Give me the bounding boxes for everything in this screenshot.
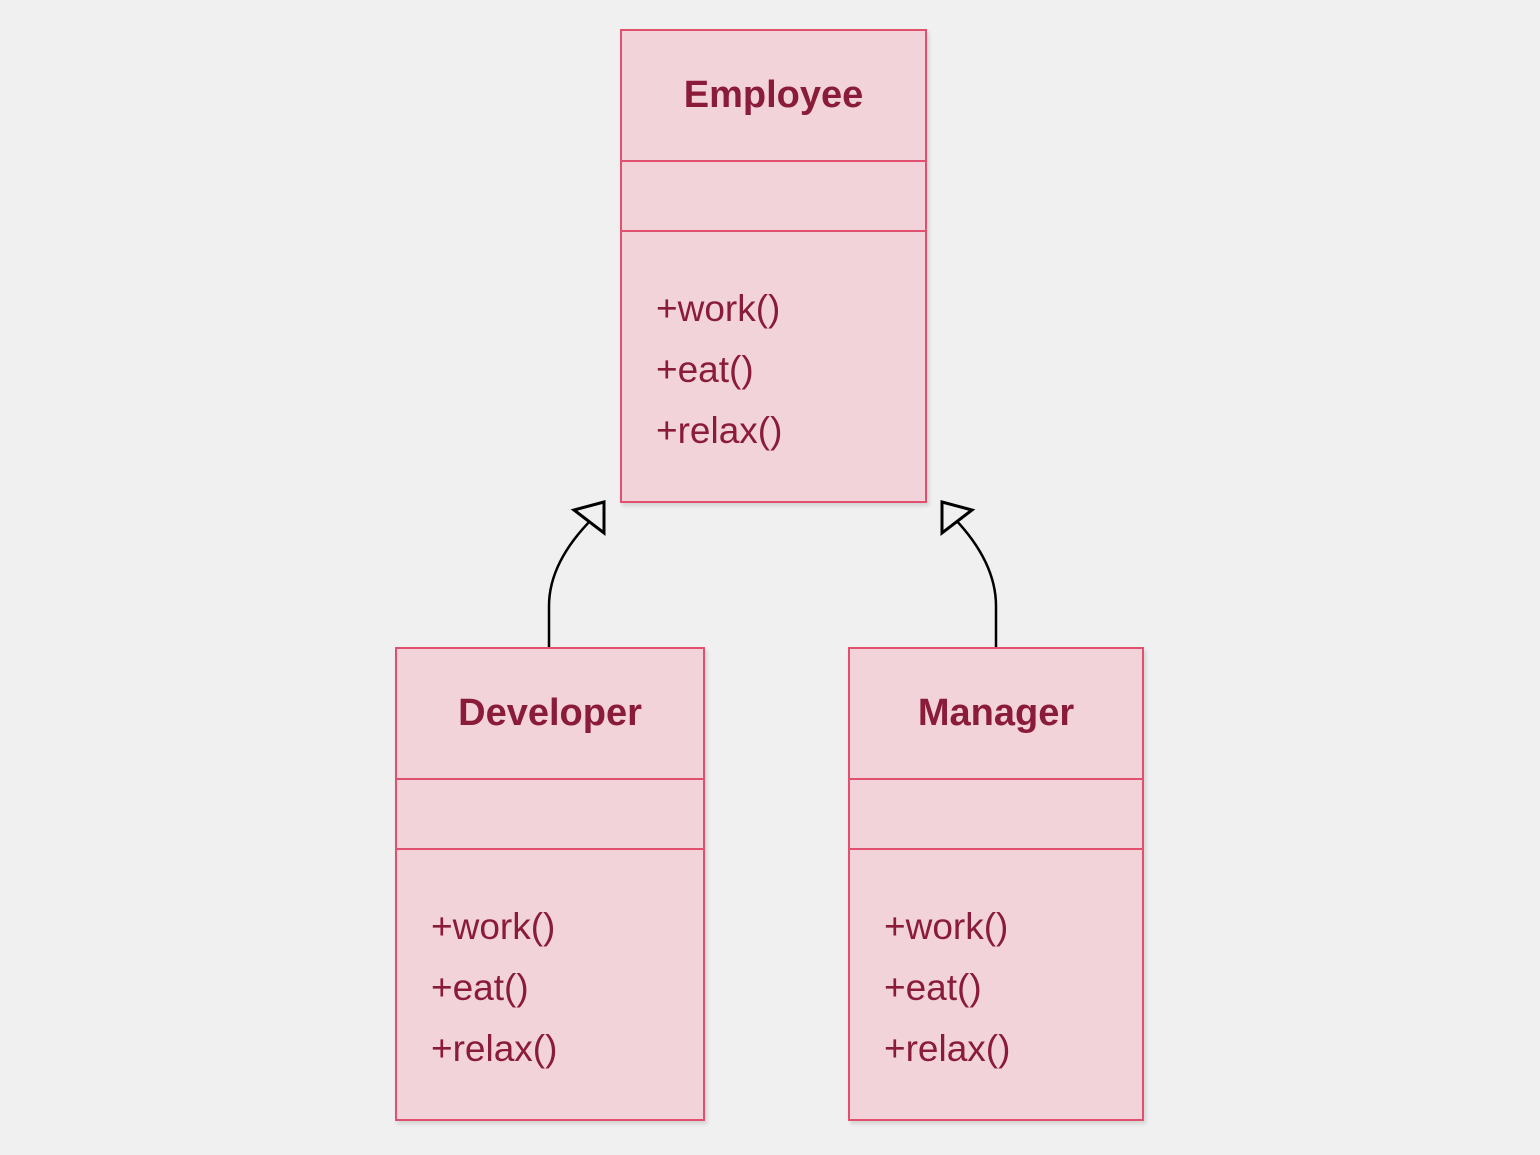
methods-compartment: +work() +eat() +relax(): [397, 850, 703, 1079]
class-name: Manager: [850, 649, 1142, 780]
method-item: +relax(): [656, 410, 783, 451]
hollow-triangle-arrowhead-icon: [570, 500, 606, 537]
method-item: +eat(): [884, 967, 982, 1008]
method-item: +relax(): [431, 1028, 558, 1069]
method-item: +relax(): [884, 1028, 1011, 1069]
method-item: +eat(): [431, 967, 529, 1008]
inheritance-edge-developer-employee: [547, 500, 606, 647]
hollow-triangle-arrowhead-icon: [940, 500, 976, 537]
edge-line: [547, 517, 594, 647]
class-name: Developer: [397, 649, 703, 780]
method-item: +eat(): [656, 349, 754, 390]
methods-compartment: +work() +eat() +relax(): [850, 850, 1142, 1079]
inheritance-edge-manager-employee: [940, 500, 998, 647]
method-item: +work(): [431, 906, 556, 947]
class-box-manager[interactable]: Manager +work() +eat() +relax(): [848, 647, 1144, 1121]
attributes-compartment: [622, 162, 925, 232]
method-item: +work(): [656, 288, 781, 329]
class-box-employee[interactable]: Employee +work() +eat() +relax(): [620, 29, 927, 503]
attributes-compartment: [850, 780, 1142, 850]
attributes-compartment: [397, 780, 703, 850]
method-item: +work(): [884, 906, 1009, 947]
edge-line: [953, 517, 998, 647]
methods-compartment: +work() +eat() +relax(): [622, 232, 925, 461]
class-box-developer[interactable]: Developer +work() +eat() +relax(): [395, 647, 705, 1121]
class-name: Employee: [622, 31, 925, 162]
